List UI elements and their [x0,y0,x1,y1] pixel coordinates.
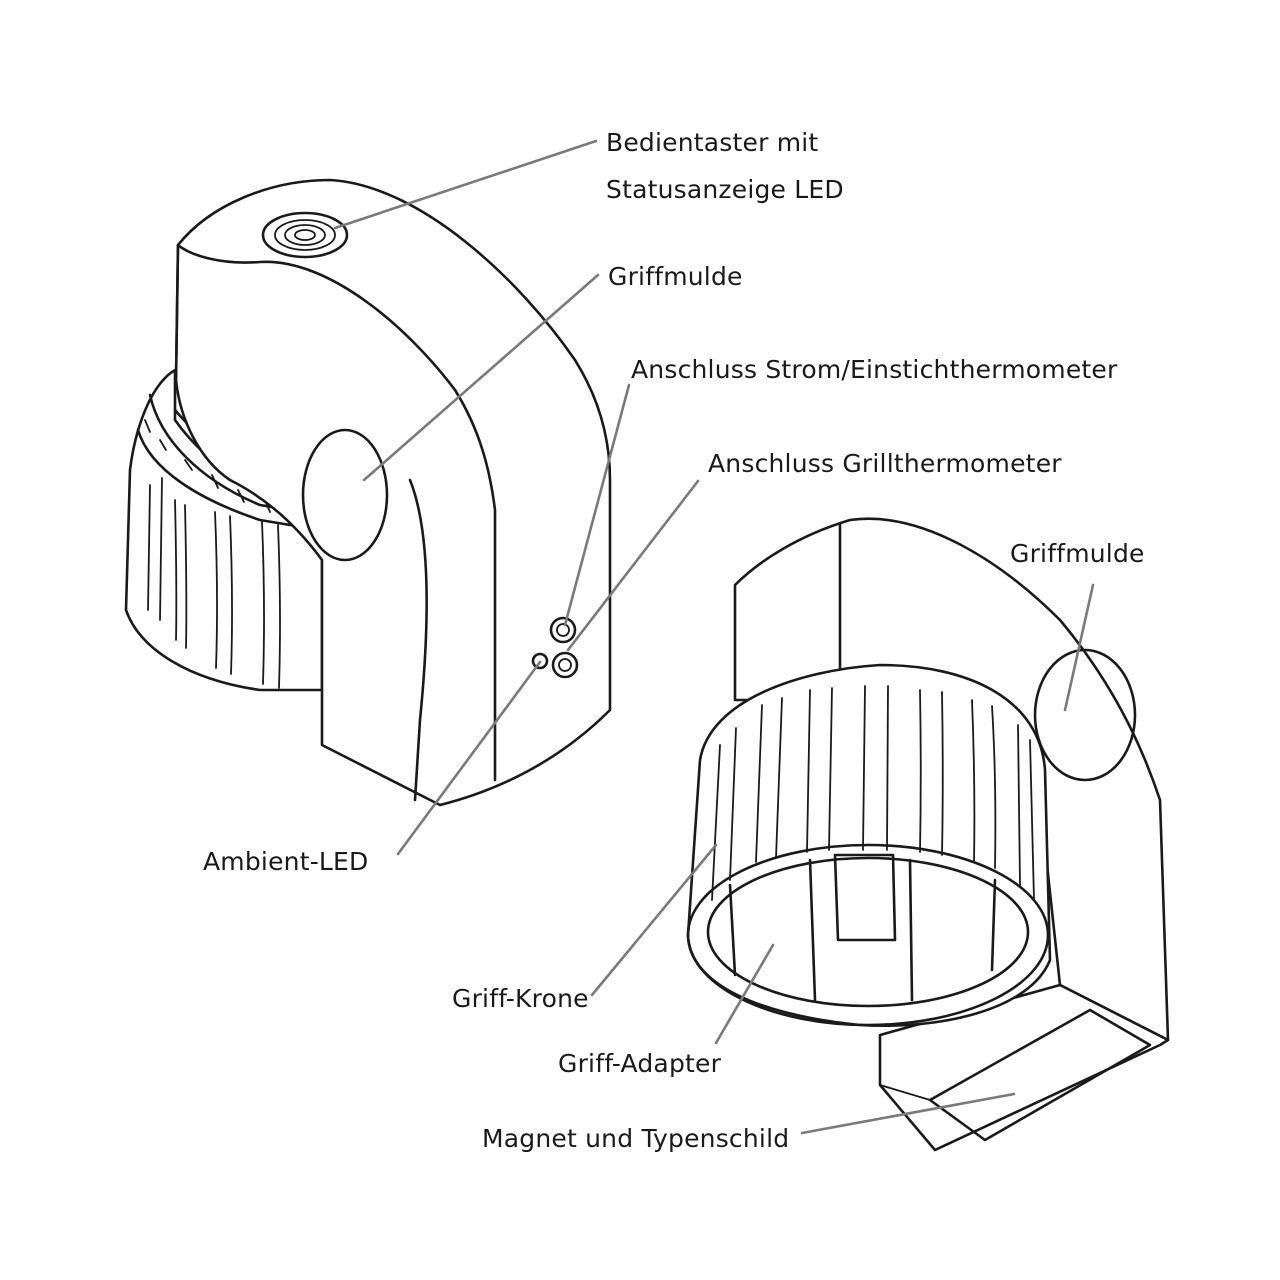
leader-griffmulde-right [1063,583,1095,712]
label-griffmulde-left: Griffmulde [608,262,743,291]
magnet-plate [928,1008,1152,1142]
label-bedientaster-line1: Bedientaster mit [606,128,819,157]
leader-anschluss-grill [566,479,700,652]
leader-magnet [800,1092,1016,1135]
label-griff-adapter: Griff-Adapter [558,1049,722,1078]
right-device [686,517,1170,1152]
leader-ambient-led [396,660,542,856]
label-griffmulde-right: Griffmulde [1010,539,1145,568]
left-device [124,178,612,807]
left-connectors [531,616,579,679]
leader-lines [333,139,1095,1135]
left-body [174,178,612,807]
right-griffmulde-recess [1033,648,1137,782]
griff-adapter [728,853,997,1002]
leader-anschluss-strom [563,383,631,627]
leader-griffmulde-left [362,273,600,482]
leader-griff-krone [590,843,718,997]
label-bedientaster-line2: Statusanzeige LED [606,175,844,204]
leader-bedientaster [333,139,598,230]
label-magnet-typenschild: Magnet und Typenschild [482,1124,790,1153]
left-griffmulde-recess [301,428,389,562]
leader-griff-adapter [714,943,775,1045]
label-anschluss-strom: Anschluss Strom/Einstichthermometer [631,355,1118,384]
right-griff-krone [686,663,1052,1027]
label-ambient-led: Ambient-LED [203,847,369,876]
label-griff-krone: Griff-Krone [452,984,589,1013]
status-button [261,211,349,259]
label-anschluss-grill: Anschluss Grillthermometer [708,449,1062,478]
